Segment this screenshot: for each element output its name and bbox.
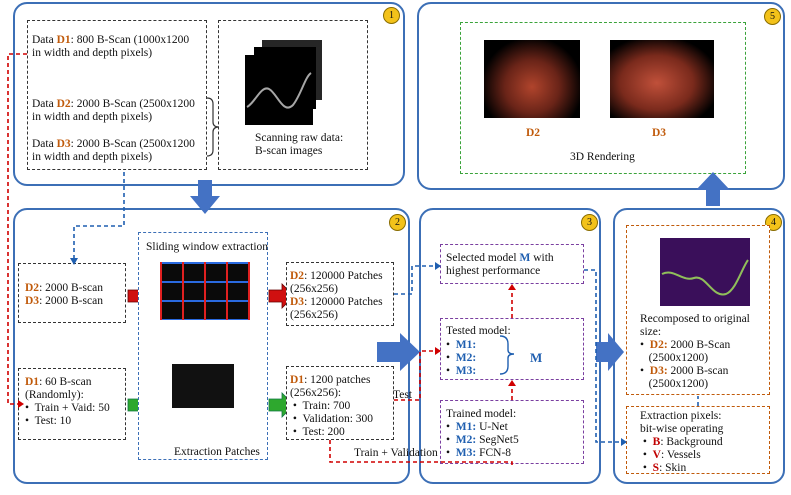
bscan-stack-image-front [245,55,313,125]
extraction-pixels-box [626,406,770,474]
rendering-caption: 3D Rendering [570,151,635,163]
step-badge-1: 1 [383,7,400,24]
extraction-patches-caption: Extraction Patches [174,446,260,458]
step-badge-3: 3 [581,214,598,231]
extraction-pixels-text: Extraction pixels:bit-wise operating • B… [640,410,724,474]
recomposed-curve [661,259,749,296]
output-top-box [286,262,394,326]
extraction-patches-image [172,364,234,408]
step-badge-5: 5 [764,8,781,25]
d3-3d-render-image [610,40,714,118]
sliding-window-title: Sliding window extraction [146,241,269,253]
output-top-text: D2: 120000 Patches (256x256) D3: 120000 … [290,270,383,321]
output-bottom-text: D1: 1200 patches (256x256): • Train: 700… [290,374,374,438]
recomposed-image [660,238,750,306]
input-top-text: D2: 2000 B-scan D3: 2000 B-scan [25,282,103,307]
trained-model-text: Trained model: • M1: U-Net • M2: SegNet5… [446,408,519,459]
tested-model-title: Tested model: [446,325,511,337]
sliding-window-grid-image [160,262,250,320]
selected-model-text: Selected model M with highest performanc… [446,252,554,277]
input-bottom-text: D1: 60 B-scan (Randomly): • Train + Vaid… [25,376,110,427]
tested-model-list: • M1: • M2: • M3: [446,339,477,377]
d3-render-label: D3 [652,127,667,139]
d2-render-label: D2 [526,127,541,139]
bscan-curve [246,72,312,109]
d2-3d-render-image [484,40,580,118]
raw-data-caption: Scanning raw data:B-scan images [255,132,344,157]
output-bottom-box [286,366,394,440]
trainval-flow-label: Train + Validation [354,447,438,459]
step-badge-2: 2 [389,214,406,231]
raw-data-list-box [27,20,207,170]
brace-model-label: M [530,350,543,365]
test-flow-label: Test [393,389,412,401]
